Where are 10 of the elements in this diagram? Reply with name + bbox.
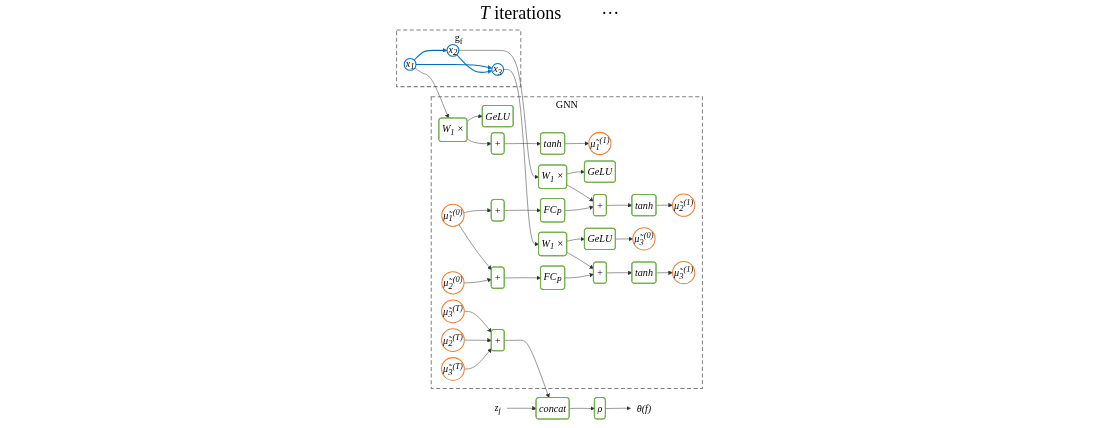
node-text: θ(f)	[636, 402, 652, 414]
annotation-text: T iterations	[479, 2, 562, 24]
arrow	[415, 63, 493, 70]
node-circle: x$_{2}$	[446, 43, 460, 57]
node-circle: x$_{1}$	[403, 58, 417, 71]
node-text: z$_{f}$	[494, 401, 501, 416]
arrow	[456, 54, 493, 74]
annotation-text: ···	[601, 2, 620, 24]
arrow	[413, 48, 448, 61]
node-circle: x$_{3}$	[491, 63, 505, 76]
